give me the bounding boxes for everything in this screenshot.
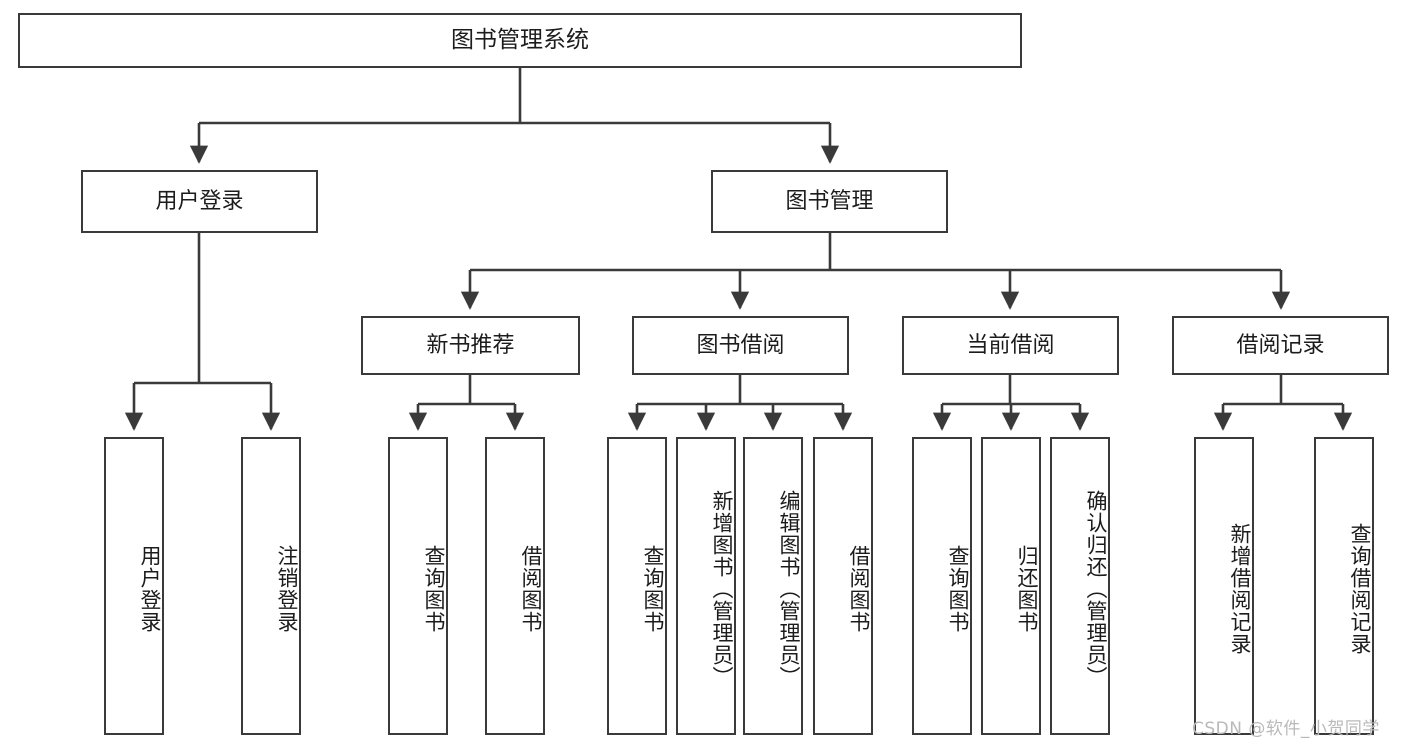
node-label: 用户登录 bbox=[155, 188, 244, 214]
leaf-borrow-edit-book-admin[interactable]: 编辑图书（管理员） bbox=[743, 437, 803, 735]
node-label: 图书借阅 bbox=[696, 332, 785, 358]
node-root-system[interactable]: 图书管理系统 bbox=[18, 13, 1022, 68]
node-current-borrow[interactable]: 当前借阅 bbox=[902, 316, 1119, 375]
leaf-borrow-add-book-admin[interactable]: 新增图书（管理员） bbox=[676, 437, 736, 735]
leaf-newbooks-query-book[interactable]: 查询图书 bbox=[388, 437, 448, 735]
node-label: 编辑图书（管理员） bbox=[777, 490, 801, 688]
node-label: 图书管理系统 bbox=[451, 26, 589, 53]
leaf-user-login[interactable]: 用户登录 bbox=[104, 437, 164, 735]
leaf-records-add-record[interactable]: 新增借阅记录 bbox=[1194, 437, 1254, 735]
node-label: 新书推荐 bbox=[426, 332, 515, 358]
node-label: 查询图书 bbox=[641, 545, 665, 633]
leaf-borrow-query-book[interactable]: 查询图书 bbox=[607, 437, 667, 735]
node-book-borrow[interactable]: 图书借阅 bbox=[632, 316, 849, 375]
node-label: 借阅图书 bbox=[519, 545, 543, 633]
node-label: 图书管理 bbox=[785, 188, 874, 214]
node-label: 借阅记录 bbox=[1236, 332, 1325, 358]
node-label: 查询图书 bbox=[422, 545, 446, 633]
node-borrow-records[interactable]: 借阅记录 bbox=[1172, 316, 1389, 375]
node-label: 用户登录 bbox=[138, 545, 162, 633]
leaf-records-query-record[interactable]: 查询借阅记录 bbox=[1314, 437, 1374, 735]
leaf-current-confirm-return-admin[interactable]: 确认归还（管理员） bbox=[1050, 437, 1110, 735]
node-label: 新增图书（管理员） bbox=[710, 490, 734, 688]
node-label: 注销登录 bbox=[275, 545, 299, 633]
leaf-logout[interactable]: 注销登录 bbox=[241, 437, 301, 735]
node-label: 查询图书 bbox=[946, 545, 970, 633]
node-label: 新增借阅记录 bbox=[1228, 523, 1252, 655]
leaf-borrow-borrow-book[interactable]: 借阅图书 bbox=[813, 437, 873, 735]
node-label: 确认归还（管理员） bbox=[1084, 490, 1108, 688]
node-label: 查询借阅记录 bbox=[1348, 523, 1372, 655]
leaf-current-query-book[interactable]: 查询图书 bbox=[912, 437, 972, 735]
node-label: 借阅图书 bbox=[847, 545, 871, 633]
node-label: 当前借阅 bbox=[966, 332, 1055, 358]
node-book-management[interactable]: 图书管理 bbox=[711, 170, 948, 233]
leaf-newbooks-borrow-book[interactable]: 借阅图书 bbox=[485, 437, 545, 735]
node-label: 归还图书 bbox=[1015, 545, 1039, 633]
leaf-current-return-book[interactable]: 归还图书 bbox=[981, 437, 1041, 735]
node-new-book-recommend[interactable]: 新书推荐 bbox=[361, 316, 580, 375]
node-user-login[interactable]: 用户登录 bbox=[81, 170, 318, 233]
